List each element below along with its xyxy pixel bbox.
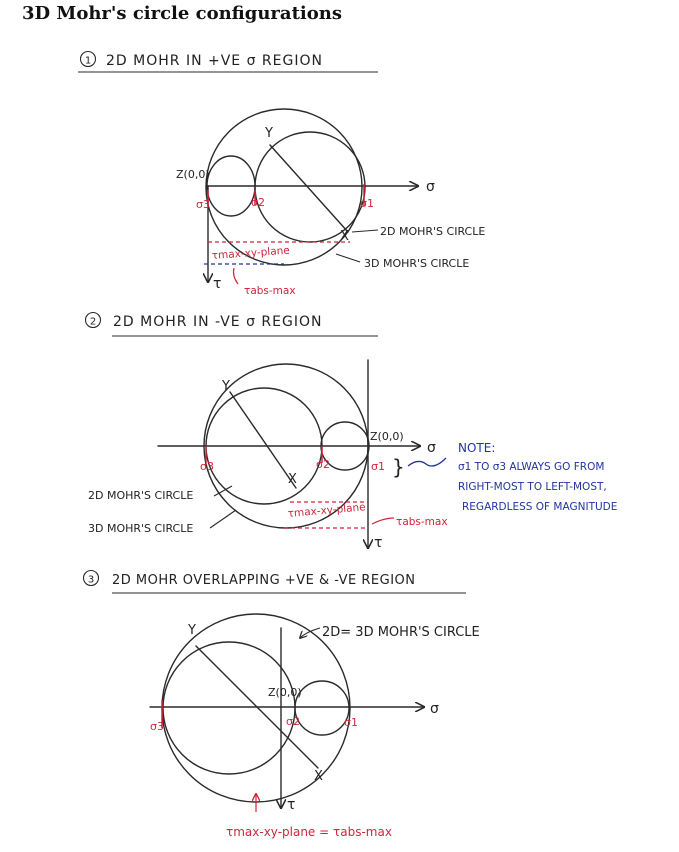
section-3-inner-circle — [162, 641, 296, 775]
section-2-sigma-label: σ — [427, 440, 436, 456]
section-2-sigma3-label: σ3 — [200, 460, 214, 473]
section-2-2d-callout — [213, 485, 233, 497]
section-1-sigma-label: σ — [426, 179, 435, 195]
section-1-3d-label: 3D MOHR'S CIRCLE — [364, 257, 469, 270]
section-3-tau-label: τ — [287, 797, 295, 813]
section-2: 2 2D MOHR IN -VE σ REGION σ τ Y X Z(0,0)… — [84, 311, 617, 551]
section-2-2d-label: 2D MOHR'S CIRCLE — [88, 489, 193, 502]
section-1-number-circle — [79, 50, 97, 68]
section-2-note-line: RIGHT-MOST TO LEFT-MOST, — [458, 481, 607, 493]
section-2-note-line: REGARDLESS OF MAGNITUDE — [462, 501, 617, 513]
section-3-sigma1-label: σ1 — [344, 716, 358, 729]
section-1-point-y: Y — [264, 126, 273, 141]
section-1-diameter-yx — [269, 144, 349, 233]
section-1-number: 1 — [85, 56, 91, 67]
section-1-small-circle-arc — [206, 155, 256, 217]
section-2-note-line: σ1 TO σ3 ALWAYS GO FROM — [458, 461, 604, 473]
section-3-same-label: 2D= 3D MOHR'S CIRCLE — [322, 625, 480, 640]
section-1-tau-label: τ — [213, 276, 221, 292]
section-2-number-circle — [84, 311, 102, 329]
section-2-3d-callout — [209, 509, 237, 529]
section-1-point-x: X — [340, 229, 349, 244]
section-2-note-squiggle — [407, 457, 447, 467]
section-2-small-circle — [320, 421, 370, 471]
section-2-tau-abs-label: τabs-max — [396, 516, 448, 528]
section-1-sigma2-label: σ2 — [251, 196, 265, 209]
section-1-2d-label: 2D MOHR'S CIRCLE — [380, 225, 485, 238]
section-3-heading-text: 2D MOHR OVERLAPPING +VE & -VE REGION — [112, 573, 416, 588]
section-1-2d-circle — [254, 131, 366, 243]
section-1-3d-outer-circle — [205, 108, 363, 266]
section-1-sigma1-label: σ1 — [360, 197, 374, 210]
section-2-point-x: X — [288, 472, 297, 487]
section-3-point-y: Y — [187, 623, 196, 638]
section-2-sigma1-label: σ1 — [371, 460, 385, 473]
page-title: 3D Mohr's circle configurations — [22, 3, 342, 24]
section-3-sigma2-label: σ2 — [286, 715, 300, 728]
section-3-sigma3-label: σ3 — [150, 720, 164, 733]
section-3-point-x: X — [314, 769, 323, 784]
section-2-tau-abs-arrow — [371, 517, 395, 525]
section-1-tau-abs-label: τabs-max — [244, 285, 296, 297]
section-3-origin-label: Z(0,0) — [268, 686, 302, 699]
section-1-origin-label: Z(0,0) — [176, 168, 210, 181]
section-2-heading: 2 2D MOHR IN -VE σ REGION — [84, 311, 378, 337]
section-1-heading-text: 2D MOHR IN +VE σ REGION — [106, 53, 323, 69]
section-3-number-circle — [82, 569, 100, 587]
section-3-heading: 3 2D MOHR OVERLAPPING +VE & -VE REGION — [82, 569, 466, 594]
section-2-tau-label: τ — [374, 535, 382, 551]
section-2-note: NOTE: σ1 TO σ3 ALWAYS GO FROM RIGHT-MOST… — [458, 441, 617, 513]
section-2-diameter-yx — [229, 391, 297, 489]
section-1-tau-xy-label: τmax-xy-plane — [211, 245, 290, 262]
section-1-heading: 1 2D MOHR IN +VE σ REGION — [78, 50, 378, 73]
section-2-origin-label: Z(0,0) — [370, 430, 404, 443]
section-3-diameter-yx — [195, 645, 319, 769]
section-1-sigma3-label: σ3 — [196, 198, 210, 211]
section-3: 3 2D MOHR OVERLAPPING +VE & -VE REGION σ… — [82, 569, 480, 839]
section-3-number: 3 — [88, 575, 94, 586]
section-2-3d-label: 3D MOHR'S CIRCLE — [88, 522, 193, 535]
section-1-tau-abs-arrow — [232, 267, 239, 285]
section-2-sigma2-label: σ2 — [316, 458, 330, 471]
section-2-heading-text: 2D MOHR IN -VE σ REGION — [113, 314, 322, 330]
section-1-2d-callout — [351, 229, 379, 233]
section-3-sigma-label: σ — [430, 701, 439, 717]
section-3-small-circle — [294, 680, 350, 736]
section-1: 1 2D MOHR IN +VE σ REGION σ τ Y X Z(0,0)… — [78, 50, 485, 297]
section-3-same-callout — [300, 627, 321, 638]
section-1-3d-callout — [335, 253, 361, 263]
section-2-number: 2 — [90, 317, 96, 328]
section-3-tau-equation: τmax-xy-plane = τabs-max — [226, 825, 392, 839]
section-2-point-y: Y — [221, 379, 230, 394]
section-2-brace: } — [392, 455, 405, 479]
section-2-note-title: NOTE: — [458, 441, 495, 455]
